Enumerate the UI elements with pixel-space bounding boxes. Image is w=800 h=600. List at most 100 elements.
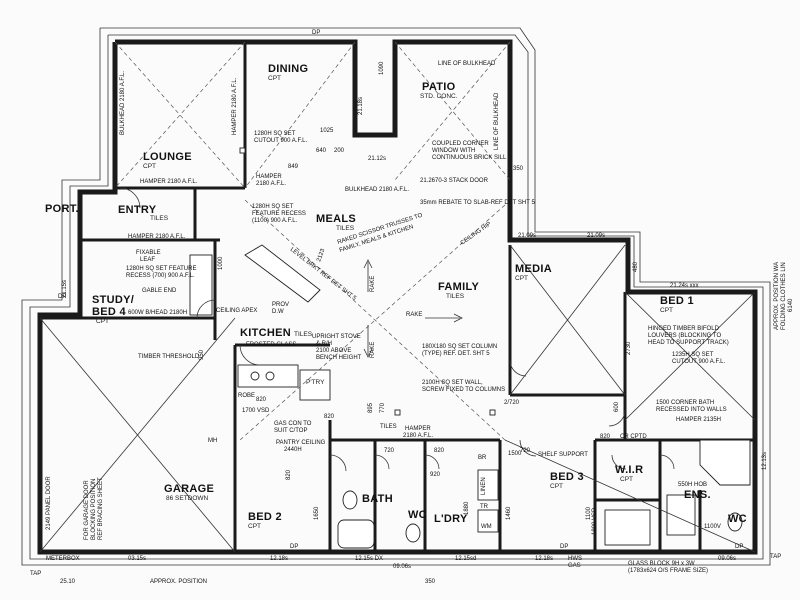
ceiling-hip-1	[114, 41, 246, 189]
room-bed2-finish: CPT	[248, 523, 261, 530]
note-hamper-dining: HAMPER 2180 A.F.L.	[232, 77, 238, 135]
dim-6140: 6140	[788, 298, 794, 312]
note-stove-1: UPRIGHT STOVE	[312, 334, 361, 340]
note-study-recess-1: 1280H SQ SET FEATURE	[126, 266, 196, 272]
dim-1218s-b: 12.18s	[535, 556, 553, 562]
note-hamper-bath-2: 2180 A.F.L.	[403, 433, 433, 439]
ceiling-hip-6	[244, 199, 506, 441]
dim-820a: 820	[256, 397, 267, 403]
note-glass-block-1: GLASS BLOCK 9H x 3W	[628, 561, 695, 567]
room-port-label: PORT.	[45, 203, 79, 215]
note-v1700: 1700 VSD	[242, 408, 270, 414]
room-meals-label: MEALS	[316, 213, 356, 225]
dim-600: 600	[614, 401, 620, 412]
note-v1100: 1100V	[704, 524, 721, 530]
note-b-head: 600W B/HEAD 2180H	[128, 310, 187, 316]
note-stove-3: 2100 ABOVE	[316, 348, 351, 354]
note-prov: PROV	[272, 302, 289, 308]
room-wc1-label: WC	[408, 509, 427, 521]
dim-820c: 820	[286, 469, 292, 480]
note-corner-bath-1: 1500 CORNER BATH	[656, 400, 714, 406]
note-sq-wall-2: SCREW FIXED TO COLUMNS	[422, 387, 505, 393]
room-lounge-finish: CPT	[143, 163, 156, 170]
corner-bath	[699, 439, 751, 486]
note-cutout-1235: 1235H SQ SET	[672, 352, 714, 358]
note-fixable: FIXABLE	[136, 250, 161, 256]
door-kitchen	[239, 344, 261, 366]
note-dp-bottom-3: DP	[735, 544, 743, 550]
note-pantry-ceiling-2: 2440H	[284, 447, 302, 453]
door-wc	[424, 454, 440, 470]
door-bed3	[519, 439, 537, 457]
dim-2112s: 21.12s	[368, 156, 386, 162]
room-patio-finish: STD. CONC.	[420, 93, 458, 100]
note-panel-door: 2149 PANEL DOOR	[46, 476, 52, 530]
dim-950: 950	[199, 349, 205, 360]
dim-720a: 720	[384, 448, 395, 454]
ceiling-hip-2	[114, 41, 246, 189]
column-3	[239, 147, 246, 154]
dim-640: 640	[316, 148, 327, 154]
dim-920: 920	[430, 472, 441, 478]
door-bed1	[608, 409, 626, 427]
note-hws-2: GAS	[568, 563, 581, 569]
note-rake-2: RAKE	[370, 342, 376, 358]
dim-1215sd: 12.15sd	[455, 556, 476, 562]
note-hinged-1: HINGED TIMBER BIFOLD	[648, 326, 720, 332]
dim-2124s: 21.24s xxx	[670, 283, 699, 289]
note-tap-right: TAP	[770, 554, 781, 560]
dim-1025: 1025	[320, 128, 334, 134]
note-sq-wall-1: 2100H SQ SET WALL,	[422, 380, 483, 386]
note-hamper-2180b: 2180 A.F.L.	[256, 181, 286, 187]
outer-wall	[37, 39, 758, 555]
note-frosted-glass: FROSTED GLASS	[246, 342, 296, 348]
room-garage-finish: 86 SETDOWN	[166, 495, 209, 502]
note-trough: TR	[480, 504, 489, 510]
dim-1213s: 12.13s	[762, 452, 768, 470]
note-column-2: (TYPE) REF. DET. SHT 5	[422, 351, 490, 357]
column-2	[489, 409, 496, 416]
room-lounge-label: LOUNGE	[143, 151, 192, 163]
note-study-recess-2: RECESS (700) 900 A.F.L.	[126, 273, 195, 279]
note-gas-con-2: SUIT C/TOP	[274, 428, 307, 434]
dim-2123: 2123	[316, 247, 326, 262]
wc-toilet	[405, 523, 421, 543]
note-fixable-2: LEAF	[140, 257, 155, 263]
room-kitchen-label: KITCHEN	[240, 327, 291, 339]
note-dp-left: DP	[58, 294, 66, 300]
bath-tub	[337, 519, 375, 549]
room-ens-label: ENS.	[684, 489, 711, 501]
dim-1090: 1090	[379, 61, 385, 75]
dim-200: 200	[334, 148, 345, 154]
ceiling-hip-5	[394, 41, 511, 181]
note-stove-4: BENCH HEIGHT	[316, 355, 362, 361]
note-bulkhead-left: BULKHEAD 2180 A.F.L.	[120, 71, 126, 135]
column-1	[394, 409, 401, 416]
room-study-finish: CPT	[96, 318, 109, 325]
note-cutout-1235b: CUTOUT 900 A.F.L.	[672, 359, 725, 365]
note-feature-recess-1: 1280H SQ SET	[252, 204, 294, 210]
room-bed1-label: BED 1	[660, 295, 694, 307]
room-wir-label: W.I.R	[615, 464, 643, 476]
bath-basin	[342, 490, 358, 510]
room-family-finish: TILES	[446, 293, 465, 300]
dim-480: 480	[633, 261, 639, 272]
note-shelf-support: SHELF SUPPORT	[538, 452, 588, 458]
ceiling-hip-4	[394, 41, 511, 181]
rake-arrow-1-head	[363, 259, 373, 269]
note-v1800: 1800 VSD	[592, 507, 598, 535]
note-gable-end: GABLE END	[142, 288, 177, 294]
room-patio-label: PATIO	[422, 81, 456, 93]
laundry-trough	[477, 509, 499, 533]
note-rake-1: RAKE	[370, 276, 376, 292]
note-prov-2: D.W	[272, 309, 284, 315]
room-family-label: FAMILY	[438, 281, 479, 293]
dim-820d: 820	[434, 448, 445, 454]
ceiling-hip-3	[244, 41, 356, 189]
note-garage-door-1: FOR GARAGE DOOR	[84, 480, 90, 540]
note-line-of-bulkhead: LINE OF BULKHEAD	[438, 61, 496, 67]
door-media	[509, 359, 527, 377]
room-meals-finish: TILES	[336, 225, 355, 232]
room-bath-label: BATH	[362, 493, 393, 505]
pantry-shelves	[189, 254, 213, 316]
